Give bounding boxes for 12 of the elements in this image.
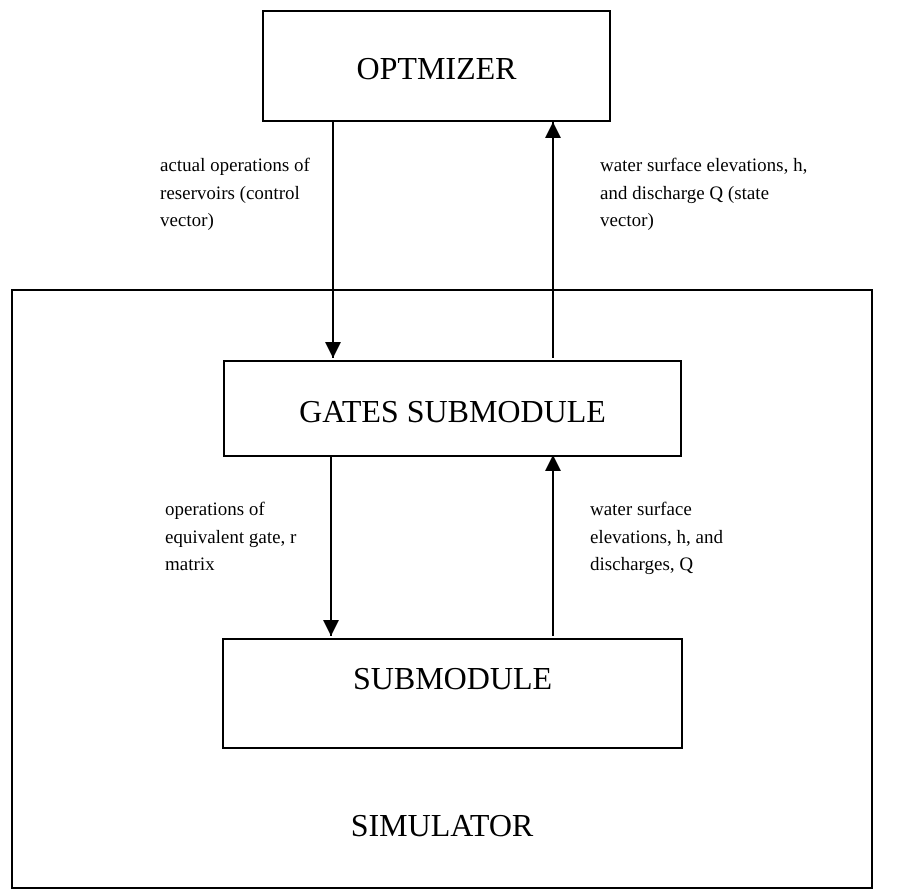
arrow <box>323 455 339 636</box>
arrow <box>545 122 561 358</box>
process-box <box>223 360 682 457</box>
box-label: SIMULATOR <box>350 806 534 845</box>
box-label: OPTMIZER <box>356 49 518 88</box>
box-label: GATES SUBMODULE <box>298 392 607 430</box>
process-box <box>262 10 611 122</box>
box-label: SUBMODULE <box>352 659 554 698</box>
arrow <box>325 122 341 358</box>
arrow <box>545 455 561 636</box>
container-box <box>11 289 873 889</box>
process-box <box>222 638 683 749</box>
